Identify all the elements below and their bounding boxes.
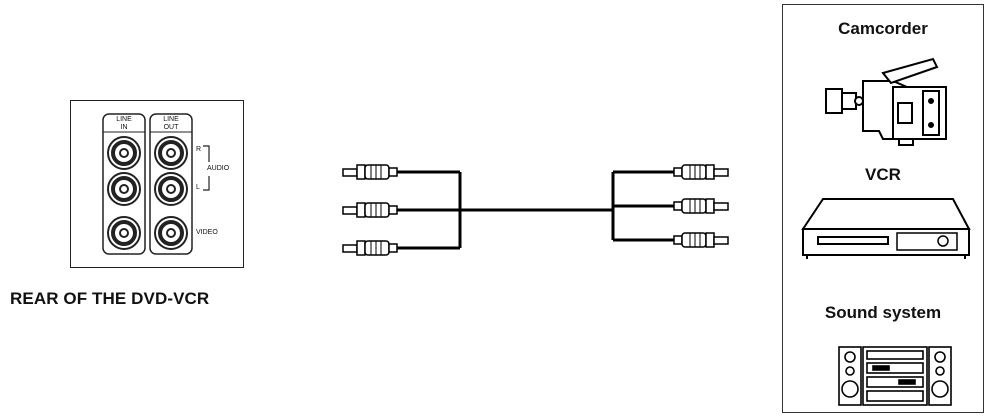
audio-label: AUDIO xyxy=(207,165,230,172)
jack-out-audio-l xyxy=(154,172,188,206)
rca-plug-right-top xyxy=(673,164,729,180)
rca-plug-left-bottom xyxy=(342,240,398,256)
device-box: Camcorder xyxy=(782,4,984,413)
jack-in-audio-l xyxy=(107,172,141,206)
av-cable xyxy=(395,170,676,250)
jack-in-video xyxy=(107,216,141,250)
audio-l-label: L xyxy=(196,184,200,191)
jack-out-video xyxy=(154,216,188,250)
camcorder-icon xyxy=(825,57,947,146)
sound-system-icon xyxy=(838,346,952,406)
video-label: VIDEO xyxy=(196,229,218,236)
jack-in-audio-r xyxy=(107,136,141,170)
rear-panel-caption: REAR OF THE DVD-VCR xyxy=(10,289,210,308)
device-title-camcorder: Camcorder xyxy=(838,19,928,38)
line-out-group xyxy=(149,113,193,255)
line-in-label: LINE IN xyxy=(116,116,132,131)
audio-bracket xyxy=(203,145,210,191)
rca-plug-left-mid xyxy=(342,202,398,218)
device-title-sound-system: Sound system xyxy=(824,303,942,322)
device-title-vcr: VCR xyxy=(865,165,901,184)
line-out-label: LINE OUT xyxy=(163,116,179,131)
rca-plug-left-top xyxy=(342,164,398,180)
audio-r-label: R xyxy=(196,146,202,153)
line-in-group xyxy=(102,113,146,255)
jack-out-audio-r xyxy=(154,136,188,170)
rca-plug-right-bottom xyxy=(673,232,729,248)
rca-plug-right-mid xyxy=(673,198,729,214)
vcr-icon xyxy=(801,198,971,259)
